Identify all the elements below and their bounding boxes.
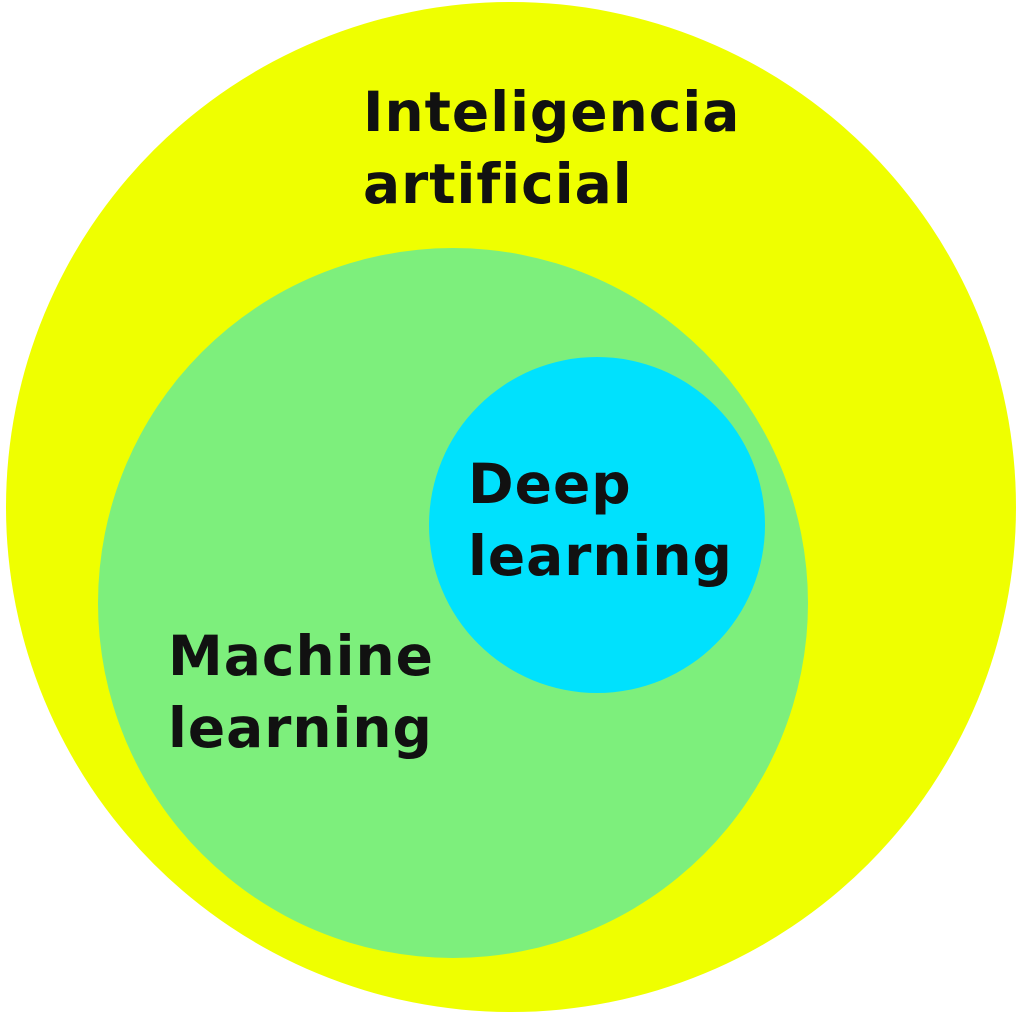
label-machine-learning: Machine learning <box>168 620 434 764</box>
label-inteligencia-artificial: Inteligencia artificial <box>363 76 740 220</box>
label-inteligencia-artificial-line1: Inteligencia <box>363 80 741 144</box>
circle-deep-learning <box>429 357 765 693</box>
label-machine-learning-line1: Machine <box>168 624 434 688</box>
label-deep-learning: Deep learning <box>468 448 733 592</box>
label-deep-learning-line1: Deep <box>468 452 632 516</box>
label-machine-learning-line2: learning <box>168 696 433 760</box>
label-deep-learning-line2: learning <box>468 524 733 588</box>
label-inteligencia-artificial-line2: artificial <box>363 152 633 216</box>
